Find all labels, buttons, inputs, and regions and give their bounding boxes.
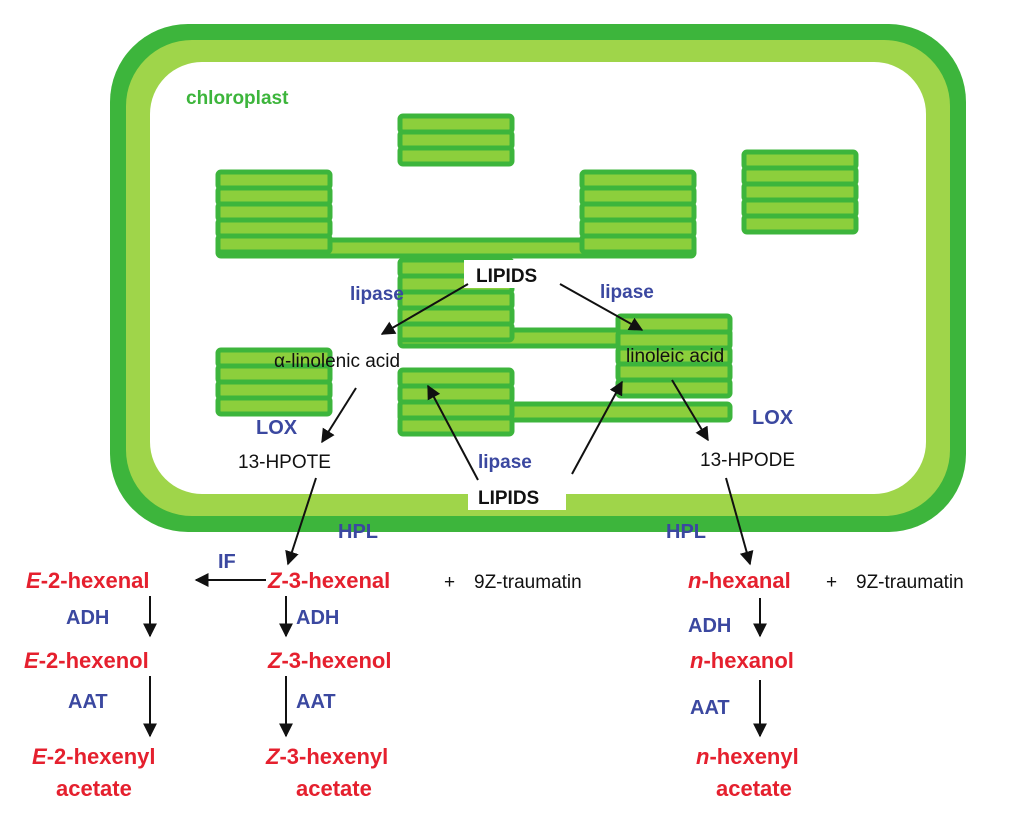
z3-hexenal-label: Z-3-hexenal [267,568,390,593]
if-label: IF [218,551,236,573]
plus-left-label: + [444,572,455,593]
plus-right-label: + [826,572,837,593]
z3-hexenol-label: Z-3-hexenol [267,648,391,673]
hpode-label: 13-HPODE [700,450,795,471]
e2-acetate-label: acetate [56,776,132,801]
traumatin-right-label: 9Z-traumatin [856,572,964,593]
arrow-linolenic-to-hpote [321,387,357,444]
lipase-left-label: lipase [350,284,404,305]
arrow-lipids-to-linoleic [559,283,644,331]
e2-hexenyl-label: E-2-hexenyl [32,744,156,769]
lipids-bottom-label: LIPIDS [478,488,539,509]
z3-hexenyl-label: Z-3-hexenyl [265,744,388,769]
lipids-bottom-label-bg [468,482,566,510]
granum-center-lower-disc-4 [397,415,515,437]
arrow-lipids-to-linolenic [380,283,469,335]
reaction-arrows [143,283,767,738]
granum-far-right-disc-5 [741,213,859,235]
lipase-right-label: lipase [600,282,654,303]
hpl-right-label: HPL [666,521,706,543]
aat-e-branch-label: AAT [68,691,108,713]
lox-left-label: LOX [256,417,298,439]
n-hexenyl-label: n-hexenyl [696,744,799,769]
traumatin-left-label: 9Z-traumatin [474,572,582,593]
e2-hexenal-label: E-2-hexenal [26,568,150,593]
thylakoid-membranes [215,113,859,437]
chloroplast-label: chloroplast [186,88,289,109]
arrow-lipids-bottom-to-linolenic [427,384,479,481]
lipids-top-label: LIPIDS [476,266,537,287]
n-acetate-label: acetate [716,776,792,801]
linoleic-acid-label: linoleic acid [626,346,724,367]
granum-center-upper-disc-5 [397,321,515,343]
z3-acetate-label: acetate [296,776,372,801]
adh-z-branch-label: ADH [296,607,339,629]
n-hexanol-label: n-hexanol [690,648,794,673]
granum-mid-left-disc-4 [215,395,333,417]
arrow-hpode-to-n-hexanal [725,477,754,566]
alpha-linolenic-acid-label: α-linolenic acid [274,351,400,372]
granum-upper-left-disc-5 [215,233,333,255]
aat-n-branch-label: AAT [690,697,730,719]
granum-upper-right-disc-5 [579,233,697,255]
lipids-top-label-bg [464,260,566,288]
n-hexanal-label: n-hexanal [688,568,791,593]
arrow-hpote-to-z3-hexenal [285,477,317,566]
adh-n-branch-label: ADH [688,615,731,637]
arrow-linoleic-to-hpode [671,379,709,442]
aat-z-branch-label: AAT [296,691,336,713]
granum-top-center-disc-3 [397,145,515,167]
hpote-label: 13-HPOTE [238,452,331,473]
lox-right-label: LOX [752,407,794,429]
arrow-lipids-bottom-to-linoleic [571,380,623,475]
lipase-bottom-label: lipase [478,452,532,473]
adh-e-branch-label: ADH [66,607,109,629]
e2-hexenol-label: E-2-hexenol [24,648,149,673]
hpl-left-label: HPL [338,521,378,543]
